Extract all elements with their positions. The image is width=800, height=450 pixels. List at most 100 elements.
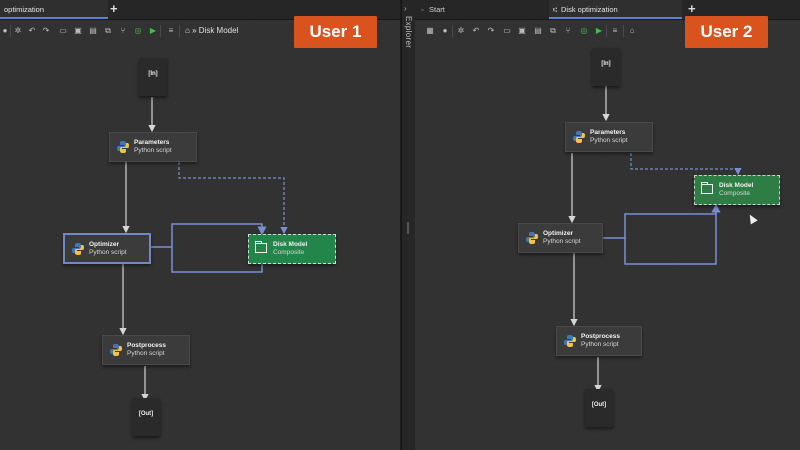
home-icon[interactable]: ⌂ — [185, 26, 190, 35]
output-port-node[interactable]: [Out] — [585, 389, 613, 427]
grid-icon[interactable]: ▦ — [426, 26, 434, 35]
table-icon[interactable]: ▤ — [534, 26, 542, 35]
disk-model-node[interactable]: Disk Model Composite — [248, 234, 336, 264]
toolbar-separator — [10, 25, 11, 37]
home-icon[interactable]: ⌂ — [629, 26, 635, 35]
right-editor-pane: ▫ Start ⑆Disk optimization + ▦ ● ✲ ↶ ↷ ▭ … — [415, 0, 800, 450]
tab-label: Start — [429, 5, 445, 14]
left-toolbar: ● ✲ ↶ ↷ ▭ ▣ ▤ ⧉ ⑂ ◎ ▶ ≡ ⌂ » Disk Model — [0, 22, 400, 42]
edge-optimizer-to-disk-model — [603, 203, 721, 239]
undo-icon[interactable]: ↶ — [28, 26, 36, 35]
node-subtitle: Python script — [543, 238, 581, 245]
tab-disk-optimization[interactable]: ⑆Disk optimization — [549, 0, 682, 19]
toolbar-separator — [606, 25, 607, 37]
tab-start[interactable]: ▫ Start — [417, 0, 457, 19]
redo-icon[interactable]: ↷ — [42, 26, 50, 35]
chevron-right-icon: » — [192, 26, 197, 35]
frame-icon[interactable]: ▣ — [518, 26, 526, 35]
node-subtitle: Python script — [127, 350, 165, 357]
input-port-node[interactable]: [In] — [592, 48, 620, 86]
right-connections — [568, 86, 742, 393]
explorer-sidebar[interactable]: › Explorer — [401, 0, 416, 450]
optimizer-node[interactable]: Optimizer Python script — [63, 233, 151, 264]
parameters-node[interactable]: Parameters Python script — [109, 132, 197, 162]
node-subtitle: Python script — [134, 147, 172, 154]
explorer-label[interactable]: Explorer — [404, 16, 413, 49]
tree-icon[interactable]: ⑂ — [565, 26, 571, 35]
toolbar-separator — [179, 25, 180, 37]
right-toolbar: ▦ ● ✲ ↶ ↷ ▭ ▣ ▤ ⧉ ⑂ ◎ ▶ ≡ ⌂ — [415, 22, 800, 42]
node-title: Parameters — [134, 139, 170, 146]
node-title: Optimizer — [89, 241, 119, 248]
tab-optimization[interactable]: optimization — [0, 0, 108, 19]
new-tab-plus-icon[interactable]: + — [688, 1, 696, 16]
node-title: Optimizer — [543, 230, 573, 237]
run-icon[interactable]: ▶ — [149, 26, 157, 35]
optimizer-node[interactable]: Optimizer Python script — [518, 223, 603, 253]
menu-icon[interactable]: ≡ — [168, 26, 174, 35]
edge-disk-model-to-optimizer — [171, 247, 263, 273]
start-page-icon: ▫ — [421, 7, 424, 14]
run-icon[interactable]: ▶ — [595, 26, 603, 35]
run-all-icon[interactable]: ◎ — [580, 26, 588, 35]
output-port-label: [Out] — [138, 411, 154, 417]
node-subtitle: Python script — [89, 249, 127, 256]
user-2-badge: User 2 — [685, 16, 768, 48]
composite-folder-icon — [701, 182, 713, 194]
left-editor-pane: optimization + ● ✲ ↶ ↷ ▭ ▣ ▤ ⧉ ⑂ ◎ ▶ ≡ ⌂… — [0, 0, 400, 450]
run-all-icon[interactable]: ◎ — [134, 26, 142, 35]
input-port-node[interactable]: [In] — [139, 58, 167, 96]
input-port-label: [In] — [601, 61, 611, 67]
toolbar-separator — [452, 25, 453, 37]
copy-icon[interactable]: ⧉ — [550, 26, 556, 35]
python-icon — [573, 131, 585, 143]
node-subtitle: Composite — [273, 249, 305, 256]
python-icon — [110, 344, 122, 356]
settings-icon[interactable]: ✲ — [457, 26, 465, 35]
python-icon — [526, 232, 538, 244]
disk-model-node[interactable]: Disk Model Composite — [694, 175, 780, 205]
breadcrumb-disk-model[interactable]: Disk Model — [198, 26, 239, 35]
edge-disk-model-to-optimizer — [624, 214, 717, 265]
toolbar-separator — [623, 25, 624, 37]
output-port-node[interactable]: [Out] — [132, 398, 160, 436]
postprocess-node[interactable]: Postprocess Python script — [102, 335, 190, 365]
edge-parameters-to-disk-model — [178, 162, 288, 235]
user-1-badge: User 1 — [294, 16, 377, 48]
frame-icon[interactable]: ▣ — [74, 26, 82, 35]
users-icon[interactable]: ● — [2, 26, 8, 35]
users-icon[interactable]: ● — [442, 26, 448, 35]
composite-folder-icon — [255, 241, 267, 253]
pane-divider — [400, 0, 401, 450]
node-title: Disk Model — [719, 182, 754, 189]
comment-icon[interactable]: ▭ — [59, 26, 67, 35]
node-subtitle: Python script — [590, 137, 628, 144]
node-title: Disk Model — [273, 241, 308, 248]
right-tab-bar: ▫ Start ⑆Disk optimization + — [415, 0, 800, 20]
python-icon — [117, 141, 129, 153]
resize-grip-icon[interactable] — [407, 222, 409, 234]
node-title: Parameters — [590, 129, 626, 136]
tree-icon[interactable]: ⑂ — [120, 26, 126, 35]
undo-icon[interactable]: ↶ — [472, 26, 480, 35]
node-title: Postprocess — [581, 333, 621, 340]
node-subtitle: Python script — [581, 341, 619, 348]
output-port-label: [Out] — [591, 402, 607, 408]
menu-icon[interactable]: ≡ — [612, 26, 618, 35]
breadcrumb[interactable]: ⌂ » Disk Model — [185, 26, 238, 36]
python-icon — [72, 243, 84, 255]
node-subtitle: Composite — [719, 190, 751, 197]
edge-parameters-to-disk-model — [630, 153, 742, 176]
copy-icon[interactable]: ⧉ — [105, 26, 111, 35]
settings-icon[interactable]: ✲ — [14, 26, 22, 35]
redo-icon[interactable]: ↷ — [487, 26, 495, 35]
postprocess-node[interactable]: Postprocess Python script — [556, 326, 642, 356]
new-tab-plus-icon[interactable]: + — [110, 1, 118, 16]
table-icon[interactable]: ▤ — [89, 26, 97, 35]
workflow-icon: ⑆ — [553, 7, 558, 14]
toolbar-separator — [160, 25, 161, 37]
parameters-node[interactable]: Parameters Python script — [565, 122, 653, 152]
node-title: Postprocess — [127, 342, 167, 349]
chevron-right-icon[interactable]: › — [404, 4, 407, 13]
comment-icon[interactable]: ▭ — [503, 26, 511, 35]
